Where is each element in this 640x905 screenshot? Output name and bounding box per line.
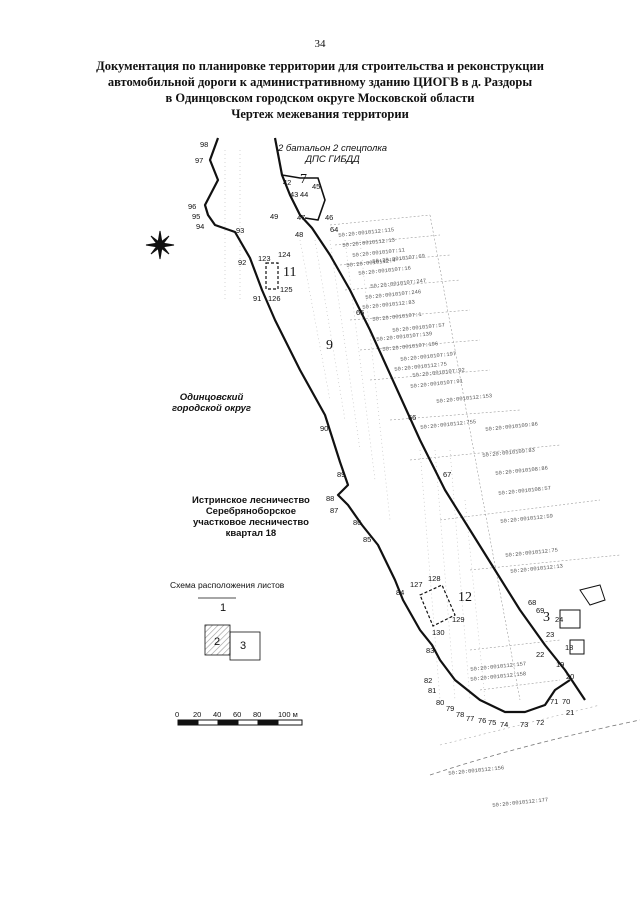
point-91: 91 (253, 294, 262, 303)
title-line-2: автомобильной дороги к административному… (107, 75, 533, 89)
title-line-1: Документация по планировке территории дл… (96, 59, 544, 73)
point-83: 83 (426, 646, 435, 655)
point-43: 43 (290, 190, 299, 199)
point-22: 22 (536, 650, 545, 659)
point-85: 85 (363, 535, 372, 544)
point-88: 88 (326, 494, 335, 503)
point-74: 74 (500, 720, 509, 729)
cadastral-boundaries (329, 214, 621, 701)
zone-7: 7 (300, 172, 307, 187)
sheet-2: 2 (214, 636, 221, 648)
title-line-3: в Одинцовском городском округе Московско… (165, 91, 475, 105)
point-87: 87 (330, 506, 339, 515)
point-48: 48 (295, 230, 304, 239)
point-72: 72 (536, 718, 545, 727)
point-45: 45 (312, 182, 321, 191)
okrug-label: Одинцовский городской округ (172, 392, 251, 414)
scale-tick-80: 80 (253, 710, 262, 719)
parcel-12-rect (419, 584, 456, 627)
sheet-1: 1 (220, 602, 227, 614)
point-79: 79 (446, 704, 455, 713)
point-93: 93 (236, 226, 245, 235)
scale-tick-100: 100 м (278, 710, 298, 719)
point-90: 90 (320, 424, 329, 433)
point-123: 123 (258, 254, 271, 263)
point-18: 18 (565, 643, 574, 652)
point-78: 78 (456, 710, 465, 719)
point-89: 89 (337, 470, 346, 479)
point-49: 49 (270, 212, 279, 221)
point-76: 76 (478, 716, 487, 725)
point-20: 20 (566, 672, 575, 681)
point-81: 81 (428, 686, 437, 695)
scale-tick-40: 40 (213, 710, 222, 719)
bottom-road-line-2 (439, 704, 601, 746)
page-number: 34 (314, 38, 326, 50)
zone-3: 3 (543, 610, 550, 625)
point-77: 77 (466, 714, 475, 723)
point-68: 68 (528, 598, 537, 607)
point-95: 95 (192, 212, 201, 221)
point-82: 82 (424, 676, 433, 685)
sheet-scheme-title: Схема расположения листов (170, 580, 285, 590)
point-64: 64 (330, 225, 339, 234)
background-dotted-lines (224, 150, 486, 701)
sheet-layout-scheme (198, 597, 261, 661)
point-124: 124 (278, 250, 291, 259)
point-98: 98 (200, 140, 209, 149)
point-126: 126 (268, 294, 281, 303)
point-66: 66 (408, 413, 417, 422)
title-line-4: Чертеж межевания территории (231, 107, 409, 121)
point-75: 75 (488, 718, 497, 727)
entry-stub (281, 174, 326, 221)
point-21: 21 (566, 708, 575, 717)
point-73: 73 (520, 720, 529, 729)
point-86: 86 (353, 518, 362, 527)
point-23: 23 (546, 630, 555, 639)
point-127: 127 (410, 580, 423, 589)
scale-tick-0: 0 (175, 710, 180, 719)
point-42: 42 (283, 178, 292, 187)
forestry-label: Истринское лесничество Серебряноборское … (192, 495, 310, 539)
point-44: 44 (300, 190, 309, 199)
point-97: 97 (195, 156, 204, 165)
point-130: 130 (432, 628, 445, 637)
point-65: 65 (356, 308, 365, 317)
zone-9: 9 (326, 338, 333, 353)
scale-tick-20: 20 (193, 710, 202, 719)
bottom-road-line (429, 719, 640, 776)
compass-rose-icon (145, 230, 175, 260)
point-46: 46 (325, 213, 334, 222)
point-96: 96 (188, 202, 197, 211)
point-69: 69 (536, 606, 545, 615)
right-edge-features (559, 584, 606, 655)
point-71: 71 (550, 697, 559, 706)
point-24: 24 (555, 615, 564, 624)
zone-11: 11 (283, 265, 297, 280)
gibdd-label: 2 батальон 2 спецполка ДПС ГИБДД (278, 143, 388, 165)
parcel-11-rect (265, 262, 279, 290)
document-title: Документация по планировке территории дл… (60, 58, 580, 122)
point-47: 47 (297, 213, 306, 222)
territory-boundary (203, 137, 571, 714)
point-128: 128 (428, 574, 441, 583)
road-boundary-right (273, 137, 586, 701)
zone-12: 12 (458, 590, 472, 605)
point-92: 92 (238, 258, 247, 267)
point-94: 94 (196, 222, 205, 231)
point-67: 67 (443, 470, 452, 479)
point-70: 70 (562, 697, 571, 706)
scale-bar-graphic (177, 719, 303, 726)
point-19: 19 (556, 660, 565, 669)
point-80: 80 (436, 698, 445, 707)
sheet-3: 3 (240, 640, 247, 652)
point-84: 84 (396, 588, 405, 597)
scale-tick-60: 60 (233, 710, 242, 719)
point-125: 125 (280, 285, 293, 294)
point-129: 129 (452, 615, 465, 624)
